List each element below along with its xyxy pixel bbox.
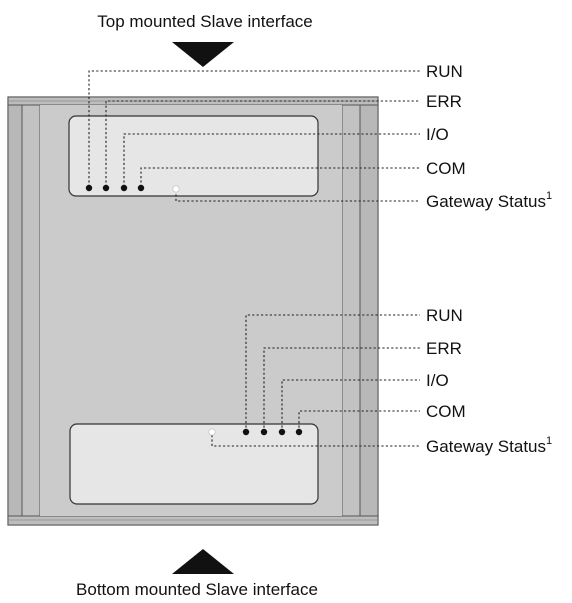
bottom-caption: Bottom mounted Slave interface	[76, 580, 318, 599]
top-run-leader	[88, 70, 420, 187]
top-io-leader	[123, 133, 420, 187]
left-side-rail	[7, 104, 23, 517]
bottom-com-label: COM	[426, 402, 466, 421]
bottom-com-led	[295, 428, 303, 436]
bottom-rail	[7, 515, 379, 526]
top-gateway-text: Gateway Status	[426, 192, 546, 211]
top-com-led	[137, 184, 145, 192]
top-err-led	[102, 184, 110, 192]
bottom-interface-window	[69, 423, 319, 505]
top-io-led	[120, 184, 128, 192]
bottom-io-led	[278, 428, 286, 436]
bottom-gateway-text: Gateway Status	[426, 437, 546, 456]
top-run-label: RUN	[426, 62, 463, 81]
top-gateway-footnote: 1	[546, 190, 552, 202]
bottom-gateway-footnote: 1	[546, 435, 552, 447]
top-err-leader	[105, 100, 420, 187]
bottom-err-leader	[263, 347, 420, 432]
top-arrow-icon	[172, 42, 234, 67]
top-run-led	[85, 184, 93, 192]
bottom-run-led	[242, 428, 250, 436]
bottom-com-leader	[298, 410, 420, 432]
top-interface-window	[68, 115, 319, 197]
top-gateway-led	[172, 185, 180, 193]
bottom-arrow-icon	[172, 549, 234, 574]
top-io-label: I/O	[426, 125, 449, 144]
bottom-err-led	[260, 428, 268, 436]
bottom-run-label: RUN	[426, 306, 463, 325]
right-side-rail	[359, 104, 379, 517]
top-com-leader	[140, 167, 420, 187]
top-err-label: ERR	[426, 92, 462, 111]
top-caption: Top mounted Slave interface	[97, 12, 312, 31]
bottom-gateway-label: Gateway Status1	[426, 435, 552, 456]
bottom-err-label: ERR	[426, 339, 462, 358]
bottom-io-label: I/O	[426, 371, 449, 390]
top-gateway-label: Gateway Status1	[426, 190, 552, 211]
bottom-gateway-leader	[211, 435, 420, 447]
top-gateway-leader	[175, 190, 420, 202]
bottom-gateway-led	[208, 428, 216, 436]
top-com-label: COM	[426, 159, 466, 178]
